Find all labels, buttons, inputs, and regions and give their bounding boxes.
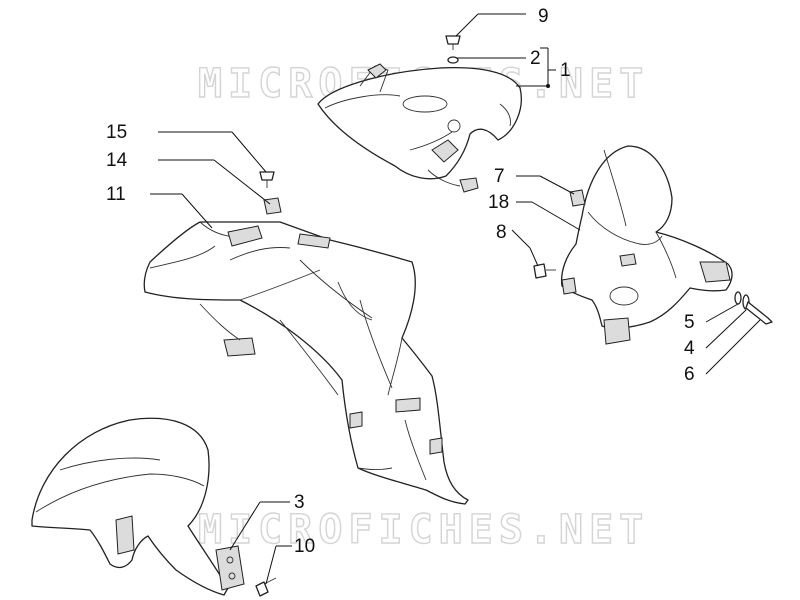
screw-10-part — [255, 577, 277, 597]
watermark-bottom: MICROFICHES.NET — [198, 507, 649, 553]
inner-shield-part — [143, 221, 469, 505]
washer-5-part — [734, 291, 742, 305]
handlebar-cover-part — [560, 145, 733, 345]
callout-8: 8 — [496, 222, 507, 243]
callout-18: 18 — [488, 192, 509, 213]
callout-6: 6 — [684, 364, 695, 385]
clip-14-part — [263, 197, 282, 215]
callout-11: 11 — [106, 184, 126, 205]
callout-4: 4 — [684, 338, 695, 359]
callout-9: 9 — [538, 6, 549, 27]
callout-3: 3 — [294, 492, 305, 513]
clip-7-part — [569, 189, 586, 207]
callout-2: 2 — [530, 48, 541, 69]
callout-14: 14 — [106, 150, 128, 171]
callout-1: 1 — [560, 60, 571, 81]
screw-8-part — [533, 263, 556, 279]
screw-15-part — [259, 171, 275, 188]
callout-10: 10 — [294, 536, 315, 557]
callout-7: 7 — [494, 166, 505, 187]
leader-lines — [150, 13, 761, 585]
bolt-6-part — [745, 301, 773, 325]
callout-5: 5 — [684, 312, 695, 333]
washer-2-part — [447, 56, 459, 64]
callout-15: 15 — [106, 122, 127, 143]
front-mudguard-part — [31, 417, 245, 596]
screw-9-part — [445, 35, 461, 50]
upper-shield-part — [317, 63, 522, 193]
